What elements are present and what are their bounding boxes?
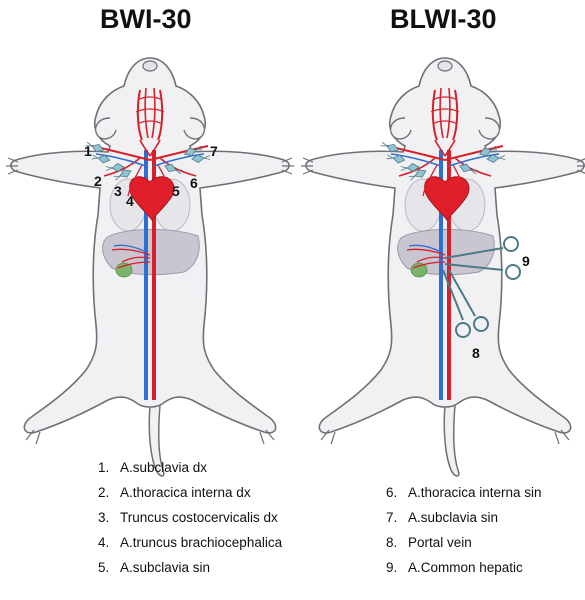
marker-7: 7 xyxy=(210,143,218,159)
legend-item: 5.A.subclavia sin xyxy=(98,560,211,575)
marker-5: 5 xyxy=(172,183,180,199)
marker-9: 9 xyxy=(522,253,530,269)
marker-3: 3 xyxy=(114,183,122,199)
legend-item: 2.A.thoracica interna dx xyxy=(98,485,251,500)
legend-item: 7.A.subclavia sin xyxy=(386,510,499,525)
marker-4: 4 xyxy=(126,193,134,209)
marker-8: 8 xyxy=(472,345,480,361)
marker-6: 6 xyxy=(190,175,198,191)
legend-left: 1.A.subclavia dx 2.A.thoracica interna d… xyxy=(98,455,282,580)
legend-item: 8.Portal vein xyxy=(386,535,472,550)
legend-item: 9.A.Common hepatic xyxy=(386,560,523,575)
rat-left xyxy=(4,56,296,478)
forceps-9-icon xyxy=(444,236,521,280)
forceps-8-icon xyxy=(442,269,489,338)
marker-2: 2 xyxy=(94,173,102,189)
legend-item: 4.A.truncus brachiocephalica xyxy=(98,535,283,550)
title-blwi-30: BLWI-30 xyxy=(390,4,497,34)
legend-item: 3.Truncus costocervicalis dx xyxy=(98,510,278,525)
legend-item: 1.A.subclavia dx xyxy=(98,460,208,475)
title-bwi-30: BWI-30 xyxy=(100,4,192,34)
rat-right xyxy=(299,56,585,478)
legend-item: 6.A.thoracica interna sin xyxy=(386,485,542,500)
marker-1: 1 xyxy=(84,143,92,159)
legend-right: 6.A.thoracica interna sin 7.A.subclavia … xyxy=(386,480,542,580)
